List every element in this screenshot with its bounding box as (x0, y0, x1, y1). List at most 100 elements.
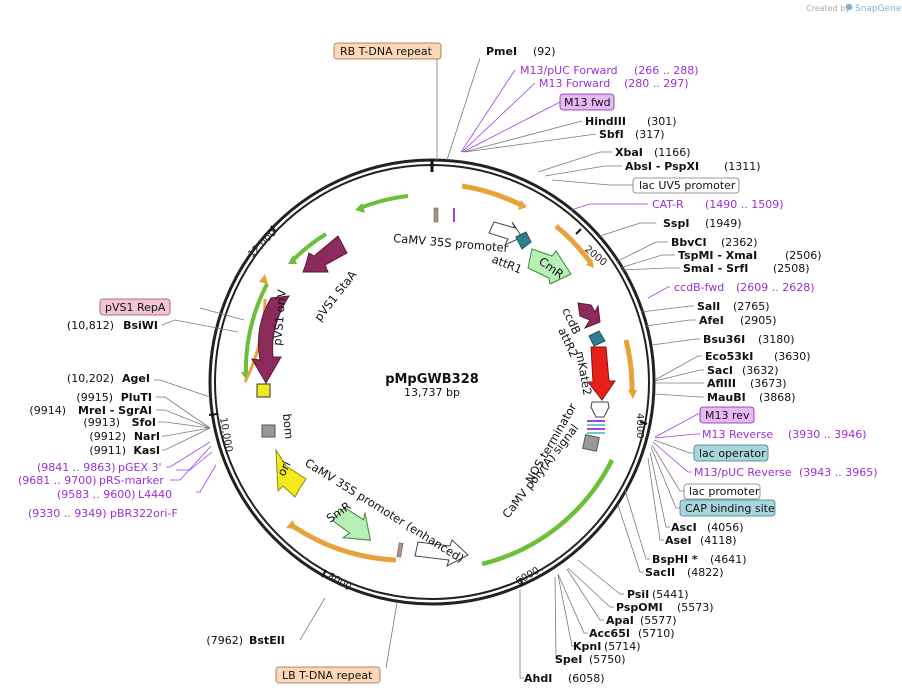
site-mrei: MreI - SgrAI (78, 404, 152, 417)
label-attr1: attR1 (490, 252, 524, 277)
primer-labels: M13/pUC Forward (266 .. 288) M13 Forward… (18, 64, 878, 520)
site-sfoi-pos: (9913) (83, 416, 120, 429)
tick-12000-label: 12,000 (246, 228, 279, 261)
site-bsiwi-pos: (10,812) (67, 319, 114, 332)
primer-cluster (587, 420, 605, 434)
lead-sali (640, 305, 694, 313)
site-sspi: SspI (663, 217, 689, 230)
primer-m13-reverse-range: (3930 .. 3946) (788, 428, 867, 441)
pvs1-oriv-arrow (251, 295, 290, 384)
site-bbvci-pos: (2362) (721, 236, 758, 249)
primer-pgex-range: (9841 .. 9863) (37, 461, 116, 474)
green-arc-left (243, 283, 269, 377)
primer-m13-fwd: M13 Forward (539, 77, 610, 90)
box-m13rev-text: M13 rev (705, 409, 750, 422)
lead-lacuv5 (551, 179, 633, 186)
box-pvs1repa (99, 298, 171, 316)
lead-acc65i (557, 573, 588, 634)
site-sspi-pos: (1949) (705, 217, 742, 230)
site-pluti: PluTI (121, 391, 152, 404)
box-lacuv5 (632, 177, 740, 194)
site-agei-pos: (10,202) (67, 372, 114, 385)
attr1-shape (515, 231, 532, 250)
lead-tspmi (619, 254, 675, 269)
site-nari-pos: (9912) (89, 430, 126, 443)
site-acc65i-pos: (5710) (638, 627, 675, 640)
boxed-labels: RB T-DNA repeat LB T-DNA repeat M13 fwd … (99, 42, 776, 684)
site-tspmi-xmai: TspMI - XmaI (678, 249, 757, 262)
site-spei: SpeI (555, 653, 582, 666)
lead-saci (654, 369, 704, 382)
snapgene-watermark: Created by SnapGene (806, 3, 902, 14)
site-pmei-pos: (92) (533, 45, 556, 58)
lead-spei (554, 576, 560, 660)
green-arc-nos (481, 458, 615, 567)
box-m13rev (699, 406, 755, 424)
lead-lb (385, 602, 398, 669)
lead-bsteii (299, 597, 326, 641)
site-saci: SacI (707, 364, 733, 377)
lead-absi (544, 165, 622, 177)
watermark-brand: SnapGene (855, 4, 902, 14)
primer-ccdbfwd-range: (2609 .. 2628) (736, 281, 815, 294)
site-xbai: XbaI (615, 146, 643, 159)
tick-12000 (270, 225, 277, 233)
rb-marker (433, 207, 439, 223)
site-ahdi-pos: (6058) (568, 672, 605, 685)
box-lb-text: LB T-DNA repeat (282, 669, 373, 682)
site-bsphi-pos: (4641) (710, 553, 747, 566)
site-ahdi: AhdI (524, 672, 552, 685)
site-eco53ki-pos: (3630) (774, 350, 811, 363)
pvs1-staa-arrow (302, 235, 348, 273)
primer-pgex: pGEX 3' (118, 461, 162, 474)
site-pmei: PmeI (486, 45, 517, 58)
lead-bsphi (624, 489, 650, 560)
lead-lacop (653, 439, 694, 454)
lead-pluti (156, 396, 211, 429)
lead-pmei (446, 57, 481, 161)
lead-bsiwi (161, 319, 239, 333)
site-apai-pos: (5577) (640, 614, 677, 627)
primer-m13-reverse: M13 Reverse (702, 428, 773, 441)
label-pvs1-oriv: pVS1 oriV (270, 289, 289, 346)
lead-sbfi (464, 133, 597, 153)
orange-arc-right (623, 339, 635, 393)
tick-6000 (519, 577, 524, 586)
site-sbfi: SbfI (599, 128, 624, 141)
site-sacii-pos: (4822) (687, 566, 724, 579)
green-arc-top (359, 194, 409, 210)
lead-eco53ki (654, 355, 702, 381)
tick-6000-label: 6000 (514, 565, 542, 587)
primer-l4440: L4440 (138, 488, 172, 501)
right-sites: PmeI (92) HindIII (301) SbfI (317) XbaI … (486, 45, 822, 685)
site-smai-srfi-pos: (2508) (773, 262, 810, 275)
box-lacprom (683, 483, 761, 500)
site-bsu36i: Bsu36I (703, 333, 745, 346)
lead-apai (566, 568, 604, 621)
bom-shape (261, 424, 276, 438)
site-afei-pos: (2905) (740, 314, 777, 327)
site-saci-pos: (3632) (742, 364, 779, 377)
cmr-arrow (527, 248, 572, 285)
lead-hindiii (463, 120, 583, 153)
label-pvs1-staa: pVS1 StaA (311, 268, 359, 324)
site-asei-pos: (4118) (700, 534, 737, 547)
lead-m13fwd-box (462, 101, 561, 153)
camv-polya-shape (582, 434, 600, 452)
primer-m13puc-rev-range: (3943 .. 3965) (799, 466, 878, 479)
lead-pspomi (567, 567, 614, 608)
lead-catr (570, 203, 648, 211)
box-cap-text: CAP binding site (685, 502, 775, 515)
lead-ccdbfwd (647, 286, 670, 299)
site-asci-pos: (4056) (707, 521, 744, 534)
site-maubi: MauBI (707, 391, 746, 404)
lead-agei (154, 379, 211, 398)
site-agei: AgeI (122, 372, 150, 385)
primer-pbr322: pBR322ori-F (110, 507, 178, 520)
box-rb-text: RB T-DNA repeat (340, 45, 433, 58)
site-kasi: KasI (133, 444, 160, 457)
box-lacop-text: lac operator (699, 447, 766, 460)
lead-prs (170, 445, 212, 481)
lead-m13puc-fwd (460, 69, 516, 153)
nos-terminator-shape (590, 401, 610, 418)
